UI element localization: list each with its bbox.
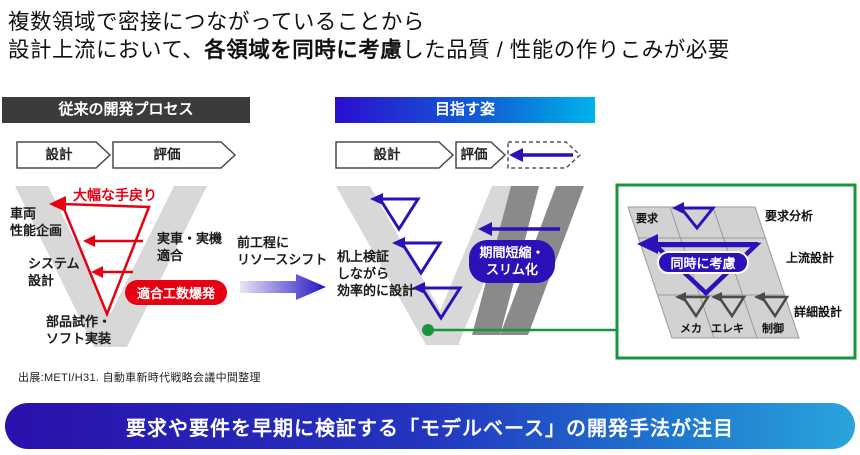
badge-shorten-slim: 期間短縮・ スリム化 [469, 240, 555, 283]
label-elec: エレキ [711, 323, 744, 335]
process-chevrons [16, 141, 582, 169]
label-parts-software: 部品試作・ ソフト実装 [46, 314, 112, 346]
source-note: 出展:METI/H31. 自動車新時代戦略会議中間整理 [18, 372, 261, 384]
label-resource-shift: 前工程に リソースシフト [237, 235, 328, 267]
rework-triangle [49, 196, 151, 318]
domain-triangles [680, 295, 790, 319]
back-arrow-icon [509, 148, 573, 162]
verify-triangle-arrowheads [370, 193, 425, 294]
header-traditional-process: 従来の開発プロセス [2, 97, 250, 123]
label-vehicle-planning: 車両 性能企画 [10, 206, 63, 238]
chevron-design-right [335, 141, 455, 169]
title-line1: 複数領域で密接につながっていることから [8, 10, 425, 34]
page-title: 複数領域で密接につながっていることから 設計上流において、各領域を同時に考慮した… [8, 8, 730, 64]
title-line2: 設計上流において、各領域を同時に考慮した品質 / 性能の作りこみが必要 [8, 38, 730, 62]
rework-label: 大幅な手戻り [73, 187, 157, 203]
badge-fitting-explosion: 適合工数爆発 [125, 280, 227, 305]
verify-triangles [377, 197, 463, 321]
chevron-eval-left [112, 141, 237, 169]
chevron-eval-right [455, 141, 507, 169]
label-mecha: メカ [680, 323, 702, 335]
requirements-triangle [672, 202, 717, 231]
label-requirements-analysis: 要求分析 [765, 209, 814, 223]
domain-triangle-arrowheads [675, 292, 765, 302]
label-vehicle-fitting: 実車・実機 適合 [157, 231, 223, 263]
label-system-design: システム 設計 [28, 256, 80, 288]
label-requirements: 要求 [636, 213, 658, 225]
detail-connector [422, 324, 617, 336]
badge-simultaneous: 同時に考慮 [657, 251, 749, 274]
shorten-arrow-icon [478, 222, 560, 236]
left-v-shape [15, 186, 207, 347]
resource-shift-arrow-icon [240, 274, 326, 300]
chevron-label-eval-left: 評価 [153, 147, 181, 162]
label-control: 制御 [762, 323, 784, 335]
label-upstream-design: 上流設計 [786, 251, 835, 265]
chevron-label-design-right: 設計 [373, 147, 401, 162]
label-detailed-design: 詳細設計 [794, 305, 843, 319]
chevron-label-eval-right: 評価 [460, 147, 488, 162]
label-desk-verification: 机上検証 しながら 効率的に設計 [337, 249, 416, 298]
bottom-banner: 要求や要件を早期に検証する「モデルベース」の開発手法が注目 [5, 403, 855, 449]
chevron-label-design-left: 設計 [45, 147, 73, 162]
chevron-design-left [16, 141, 112, 169]
header-target-vision: 目指す姿 [335, 97, 595, 123]
